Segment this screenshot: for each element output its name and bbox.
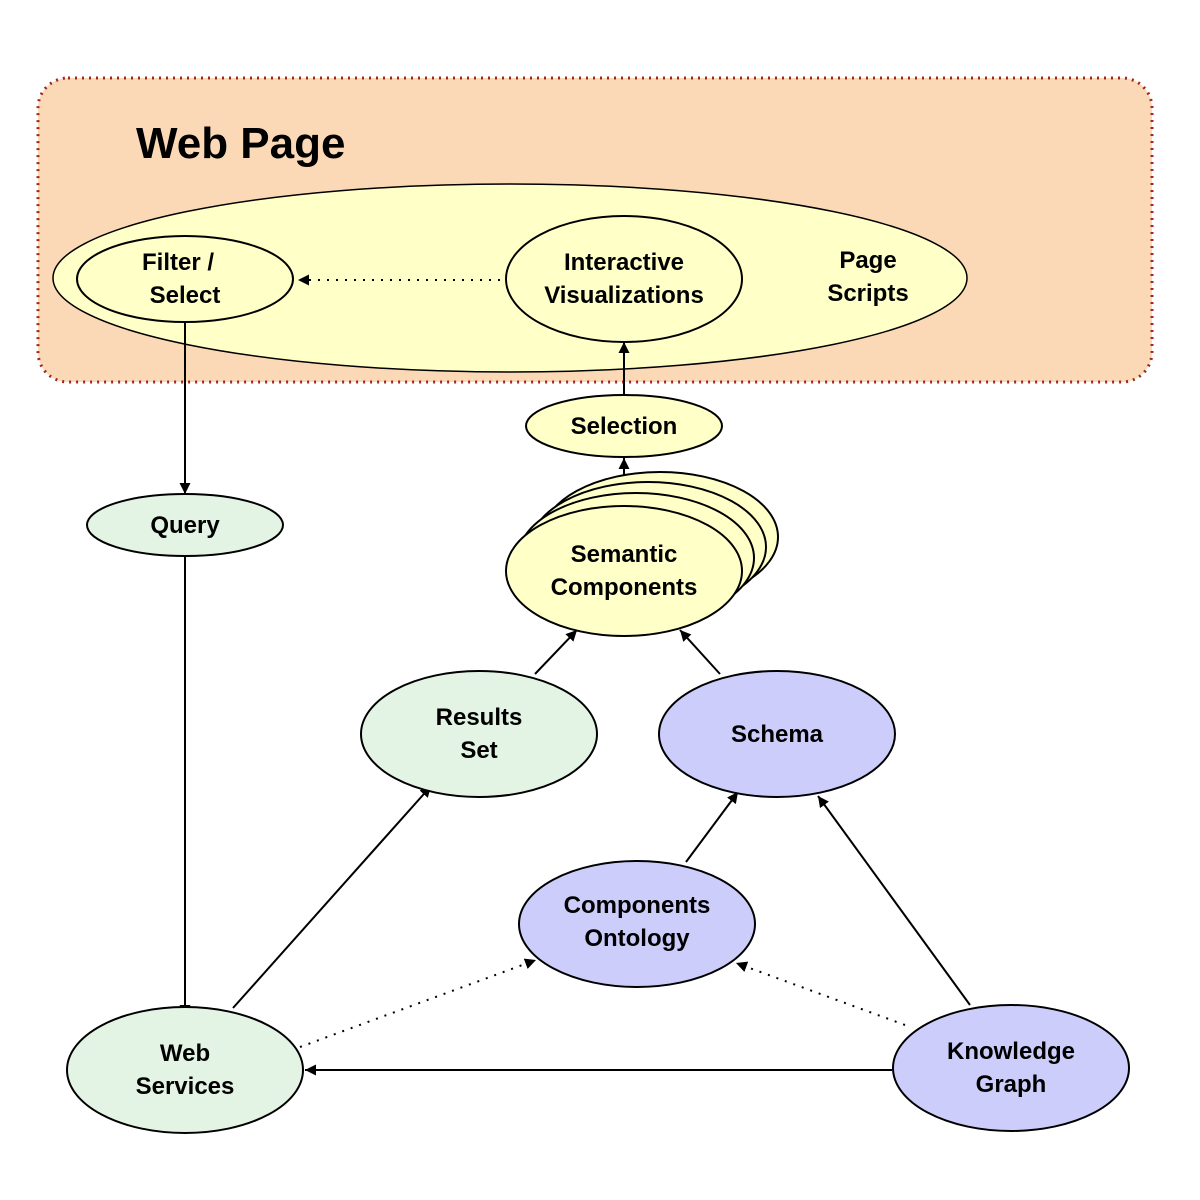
node-schema: Schema — [658, 670, 896, 798]
node-interactive-visualizations: Interactive Visualizations — [505, 215, 743, 343]
edge-knowledge-to-ontology — [735, 961, 906, 1026]
node-page-scripts-label: Page Scripts — [827, 247, 908, 307]
edge-ontology-to-schema — [685, 791, 739, 863]
node-results-set: Results Set — [360, 670, 598, 798]
edge-results-to-semantic — [534, 629, 578, 675]
web-services-label-1: Web — [160, 1040, 210, 1067]
semantic-label-1: Semantic — [571, 541, 678, 568]
edge-schema-to-semantic — [679, 629, 721, 675]
page-scripts-label-1: Page — [839, 247, 896, 274]
ontology-label-2: Ontology — [584, 925, 690, 952]
node-semantic-components: Semantic Components — [505, 471, 779, 637]
filter-select-label-1: Filter / — [142, 249, 214, 276]
node-filter-select: Filter / Select — [76, 235, 294, 323]
results-label-2: Set — [460, 737, 497, 764]
results-label-1: Results — [436, 704, 523, 731]
web-page-title: Web Page — [136, 119, 345, 168]
node-web-services: Web Services — [66, 1006, 304, 1134]
edges — [179, 274, 971, 1076]
selection-label: Selection — [571, 413, 678, 440]
node-components-ontology: Components Ontology — [518, 860, 756, 988]
node-query: Query — [86, 493, 284, 557]
semantic-label-2: Components — [551, 574, 698, 601]
knowledge-label-1: Knowledge — [947, 1038, 1075, 1065]
edge-knowledge-to-schema — [817, 795, 971, 1006]
edge-webservices-to-results — [232, 785, 432, 1009]
schema-label: Schema — [731, 721, 824, 748]
web-services-label-2: Services — [136, 1073, 235, 1100]
page-scripts-label-2: Scripts — [827, 280, 908, 307]
node-knowledge-graph: Knowledge Graph — [892, 1004, 1130, 1132]
node-selection: Selection — [525, 394, 723, 458]
filter-select-label-2: Select — [150, 282, 221, 309]
edge-webservices-to-ontology — [299, 958, 537, 1048]
semantic-stack-layer-1 — [505, 505, 743, 637]
ontology-label-1: Components — [564, 892, 711, 919]
knowledge-label-2: Graph — [976, 1071, 1047, 1098]
query-label: Query — [150, 512, 220, 539]
visualizations-label-1: Interactive — [564, 249, 684, 276]
visualizations-label-2: Visualizations — [544, 282, 704, 309]
